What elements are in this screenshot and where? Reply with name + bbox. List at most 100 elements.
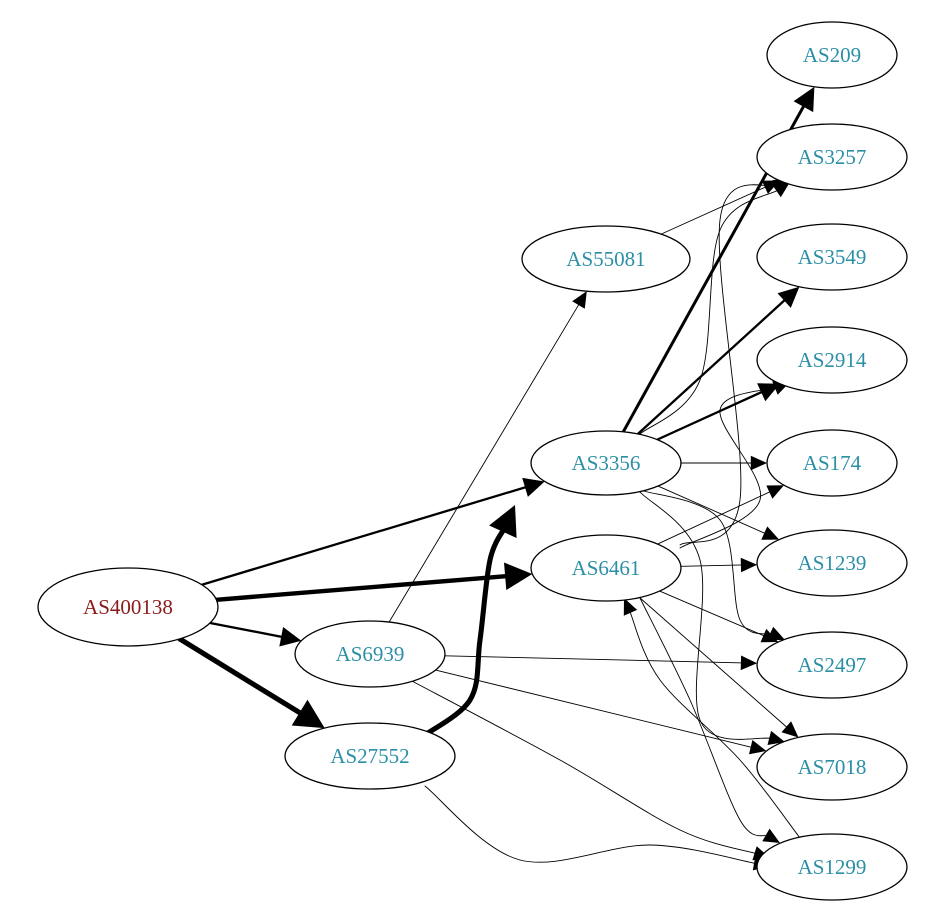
arrowhead — [793, 86, 815, 113]
edge-line — [424, 785, 757, 865]
arrowhead — [504, 562, 533, 590]
node-ellipse[interactable] — [756, 529, 908, 597]
arrowhead — [740, 655, 758, 671]
edge-as1299-as6461 — [623, 598, 801, 839]
edge-line — [177, 636, 306, 718]
node-label: AS3549 — [798, 245, 867, 269]
edge-as3356-as7018 — [639, 491, 785, 745]
node-as174[interactable]: AS174 — [766, 429, 898, 497]
edge-line — [636, 297, 788, 436]
arrowhead — [749, 740, 767, 755]
arrowhead — [279, 627, 302, 647]
edge-line — [417, 525, 508, 741]
node-as3257[interactable]: AS3257 — [756, 123, 908, 191]
arrowhead — [291, 699, 325, 729]
node-ellipse[interactable] — [284, 722, 456, 790]
edge-line — [629, 610, 801, 839]
arrowhead — [572, 291, 587, 309]
arrowhead — [740, 557, 758, 573]
edge-as3356-as174 — [680, 455, 767, 471]
arrowhead — [489, 505, 517, 538]
edge-line — [208, 621, 286, 639]
edge-line — [657, 485, 767, 535]
edge-line — [409, 679, 758, 855]
node-label: AS2497 — [798, 653, 867, 677]
edge-as6939-as55081 — [388, 291, 587, 623]
node-as55081[interactable]: AS55081 — [521, 225, 691, 293]
edge-as6461-as7018 — [639, 597, 799, 738]
node-label: AS7018 — [798, 755, 867, 779]
node-as2914[interactable]: AS2914 — [756, 326, 908, 394]
edge-line — [200, 485, 530, 586]
node-ellipse[interactable] — [756, 631, 908, 699]
node-ellipse[interactable] — [756, 223, 908, 291]
arrowhead — [767, 730, 785, 745]
node-label: AS209 — [803, 43, 861, 67]
node-label: AS3356 — [572, 451, 641, 475]
node-as400138[interactable]: AS400138 — [37, 567, 219, 647]
edge-line — [388, 302, 581, 623]
node-ellipse[interactable] — [530, 534, 682, 602]
edge-as400138-as27552 — [177, 636, 325, 729]
edge-line — [639, 597, 769, 837]
edge-line — [679, 386, 778, 549]
node-ellipse[interactable] — [530, 430, 682, 496]
edge-as6461-as1299 — [639, 597, 780, 843]
node-ellipse[interactable] — [294, 620, 446, 688]
node-ellipse[interactable] — [756, 733, 908, 801]
edge-line — [639, 491, 773, 740]
edge-line — [657, 490, 773, 545]
node-ellipse[interactable] — [521, 225, 691, 293]
edge-line — [659, 590, 767, 637]
arrowhead — [781, 721, 799, 738]
node-ellipse[interactable] — [766, 21, 898, 89]
edge-line — [679, 184, 779, 546]
node-as27552[interactable]: AS27552 — [284, 722, 456, 790]
edge-as400138-as6461 — [214, 562, 533, 602]
edge-as6461-as1239 — [680, 557, 758, 573]
edge-as400138-as6939 — [208, 621, 302, 647]
node-as2497[interactable]: AS2497 — [756, 631, 908, 699]
node-ellipse[interactable] — [756, 833, 908, 901]
edge-as27552-as3356 — [417, 505, 517, 741]
node-ellipse[interactable] — [37, 567, 219, 647]
arrowhead — [760, 628, 779, 643]
node-label: AS1239 — [798, 551, 867, 575]
edges-layer — [177, 86, 815, 871]
arrowhead — [777, 286, 800, 308]
edge-as55081-as3257 — [660, 180, 780, 235]
node-ellipse[interactable] — [766, 429, 898, 497]
edge-as6461-as2497 — [659, 590, 779, 643]
arrowhead — [761, 526, 780, 540]
node-as1239[interactable]: AS1239 — [756, 529, 908, 597]
node-as3356[interactable]: AS3356 — [530, 430, 682, 496]
edge-line — [680, 564, 744, 567]
node-as6461[interactable]: AS6461 — [530, 534, 682, 602]
node-label: AS400138 — [83, 595, 173, 619]
edge-line — [444, 655, 744, 664]
edge-as6461-as174 — [657, 485, 784, 545]
node-label: AS6939 — [336, 642, 405, 666]
edge-line — [214, 573, 512, 602]
node-ellipse[interactable] — [756, 123, 908, 191]
node-label: AS1299 — [798, 855, 867, 879]
node-as6939[interactable]: AS6939 — [294, 620, 446, 688]
node-as7018[interactable]: AS7018 — [756, 733, 908, 801]
node-label: AS174 — [803, 451, 862, 475]
edge-line — [656, 389, 766, 441]
edge-line — [435, 669, 754, 749]
node-label: AS2914 — [798, 348, 867, 372]
arrowhead — [762, 828, 780, 843]
edge-as6939-as7018 — [435, 669, 767, 755]
edge-line — [639, 189, 780, 435]
node-ellipse[interactable] — [756, 326, 908, 394]
edge-as6939-as2497 — [444, 655, 758, 671]
edge-as27552-as1299 — [424, 785, 770, 871]
edge-line — [660, 185, 768, 235]
node-as209[interactable]: AS209 — [766, 21, 898, 89]
node-label: AS3257 — [798, 145, 867, 169]
node-as3549[interactable]: AS3549 — [756, 223, 908, 291]
node-as1299[interactable]: AS1299 — [756, 833, 908, 901]
